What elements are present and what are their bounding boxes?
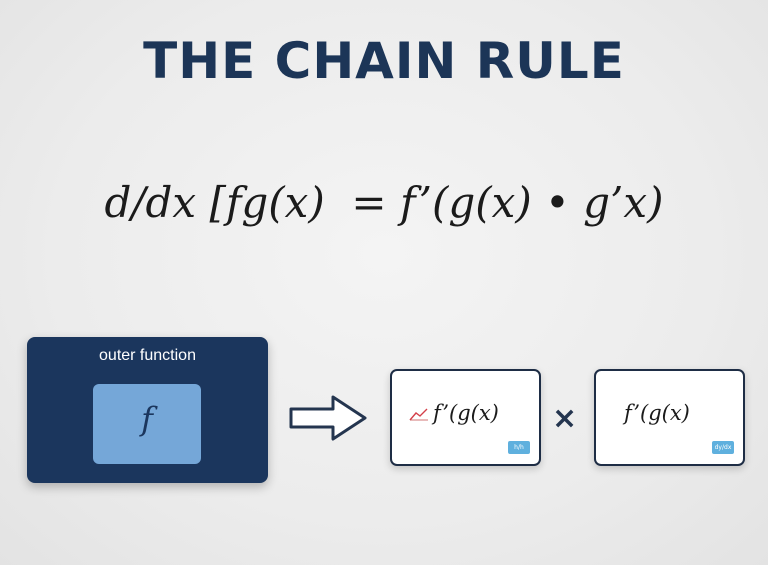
- card-badge: h/h: [508, 441, 530, 454]
- chain-rule-formula: d/dx [fg(x) = f’(g(x) • g’x): [104, 178, 664, 227]
- inner-function-box: f: [93, 384, 201, 464]
- outer-function-label: outer function: [99, 347, 196, 364]
- derivative-card-inner: f’(g(x) dy/dx: [594, 369, 745, 466]
- right-arrow-icon: [289, 395, 367, 441]
- card-badge: dy/dx: [712, 441, 734, 454]
- trend-line-icon: [409, 408, 428, 421]
- function-symbol: f: [141, 400, 153, 438]
- card-expression: f’(g(x): [433, 401, 499, 425]
- card-expression: f’(g(x): [624, 401, 690, 425]
- multiply-operator: ×: [552, 401, 578, 436]
- derivative-card-outer: f’(g(x) h/h: [390, 369, 541, 466]
- page-title: THE CHAIN RULE: [143, 32, 625, 90]
- outer-function-box: outer function f: [27, 337, 268, 483]
